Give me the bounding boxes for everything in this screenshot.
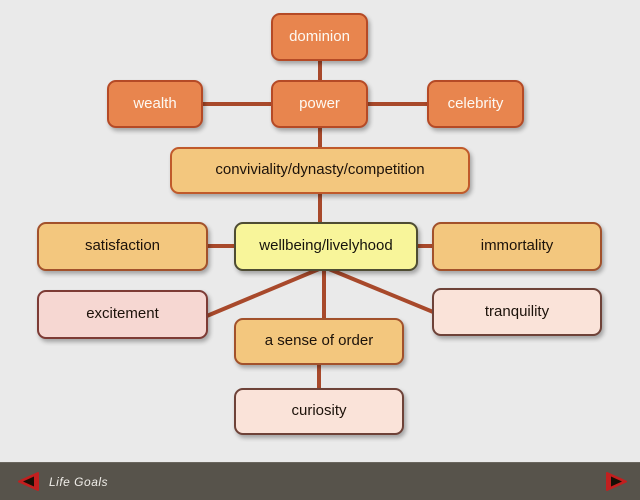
- node-a-sense-of-order: a sense of order: [234, 318, 404, 365]
- node-label: immortality: [480, 237, 554, 255]
- node-dominion: dominion: [271, 13, 368, 61]
- node-label: wellbeing/livelyhood: [259, 237, 393, 255]
- node-conviviality-dynasty-competition: conviviality/dynasty/competition: [170, 147, 470, 194]
- right-arrow-icon: [606, 472, 627, 491]
- node-label: tranquility: [484, 302, 550, 320]
- node-label: celebrity: [447, 94, 504, 112]
- node-label: excitement: [86, 305, 159, 323]
- node-label: conviviality/dynasty/competition: [215, 161, 425, 179]
- prev-slide-button[interactable]: [15, 471, 41, 493]
- node-label: power: [299, 94, 340, 112]
- node-celebrity: celebrity: [427, 80, 524, 128]
- node-tranquility: tranquility: [432, 288, 602, 336]
- node-label: dominion: [289, 27, 350, 45]
- node-excitement: excitement: [37, 290, 208, 339]
- left-arrow-icon: [18, 472, 39, 491]
- node-label: satisfaction: [84, 237, 161, 255]
- edge-wellbeing-excitement: [200, 265, 326, 320]
- slide-title: Life Goals: [49, 474, 109, 489]
- node-curiosity: curiosity: [234, 388, 404, 435]
- node-wealth: wealth: [107, 80, 203, 128]
- node-wellbeing-livelyhood: wellbeing/livelyhood: [234, 222, 418, 271]
- node-satisfaction: satisfaction: [37, 222, 208, 271]
- node-label: wealth: [133, 94, 177, 112]
- node-immortality: immortality: [432, 222, 602, 271]
- node-label: a sense of order: [264, 332, 374, 350]
- node-power: power: [271, 80, 368, 128]
- edge-wellbeing-tranquility: [322, 265, 440, 316]
- node-label: curiosity: [291, 402, 347, 420]
- next-slide-button[interactable]: [604, 471, 630, 493]
- footer-bar: Life Goals: [0, 462, 640, 500]
